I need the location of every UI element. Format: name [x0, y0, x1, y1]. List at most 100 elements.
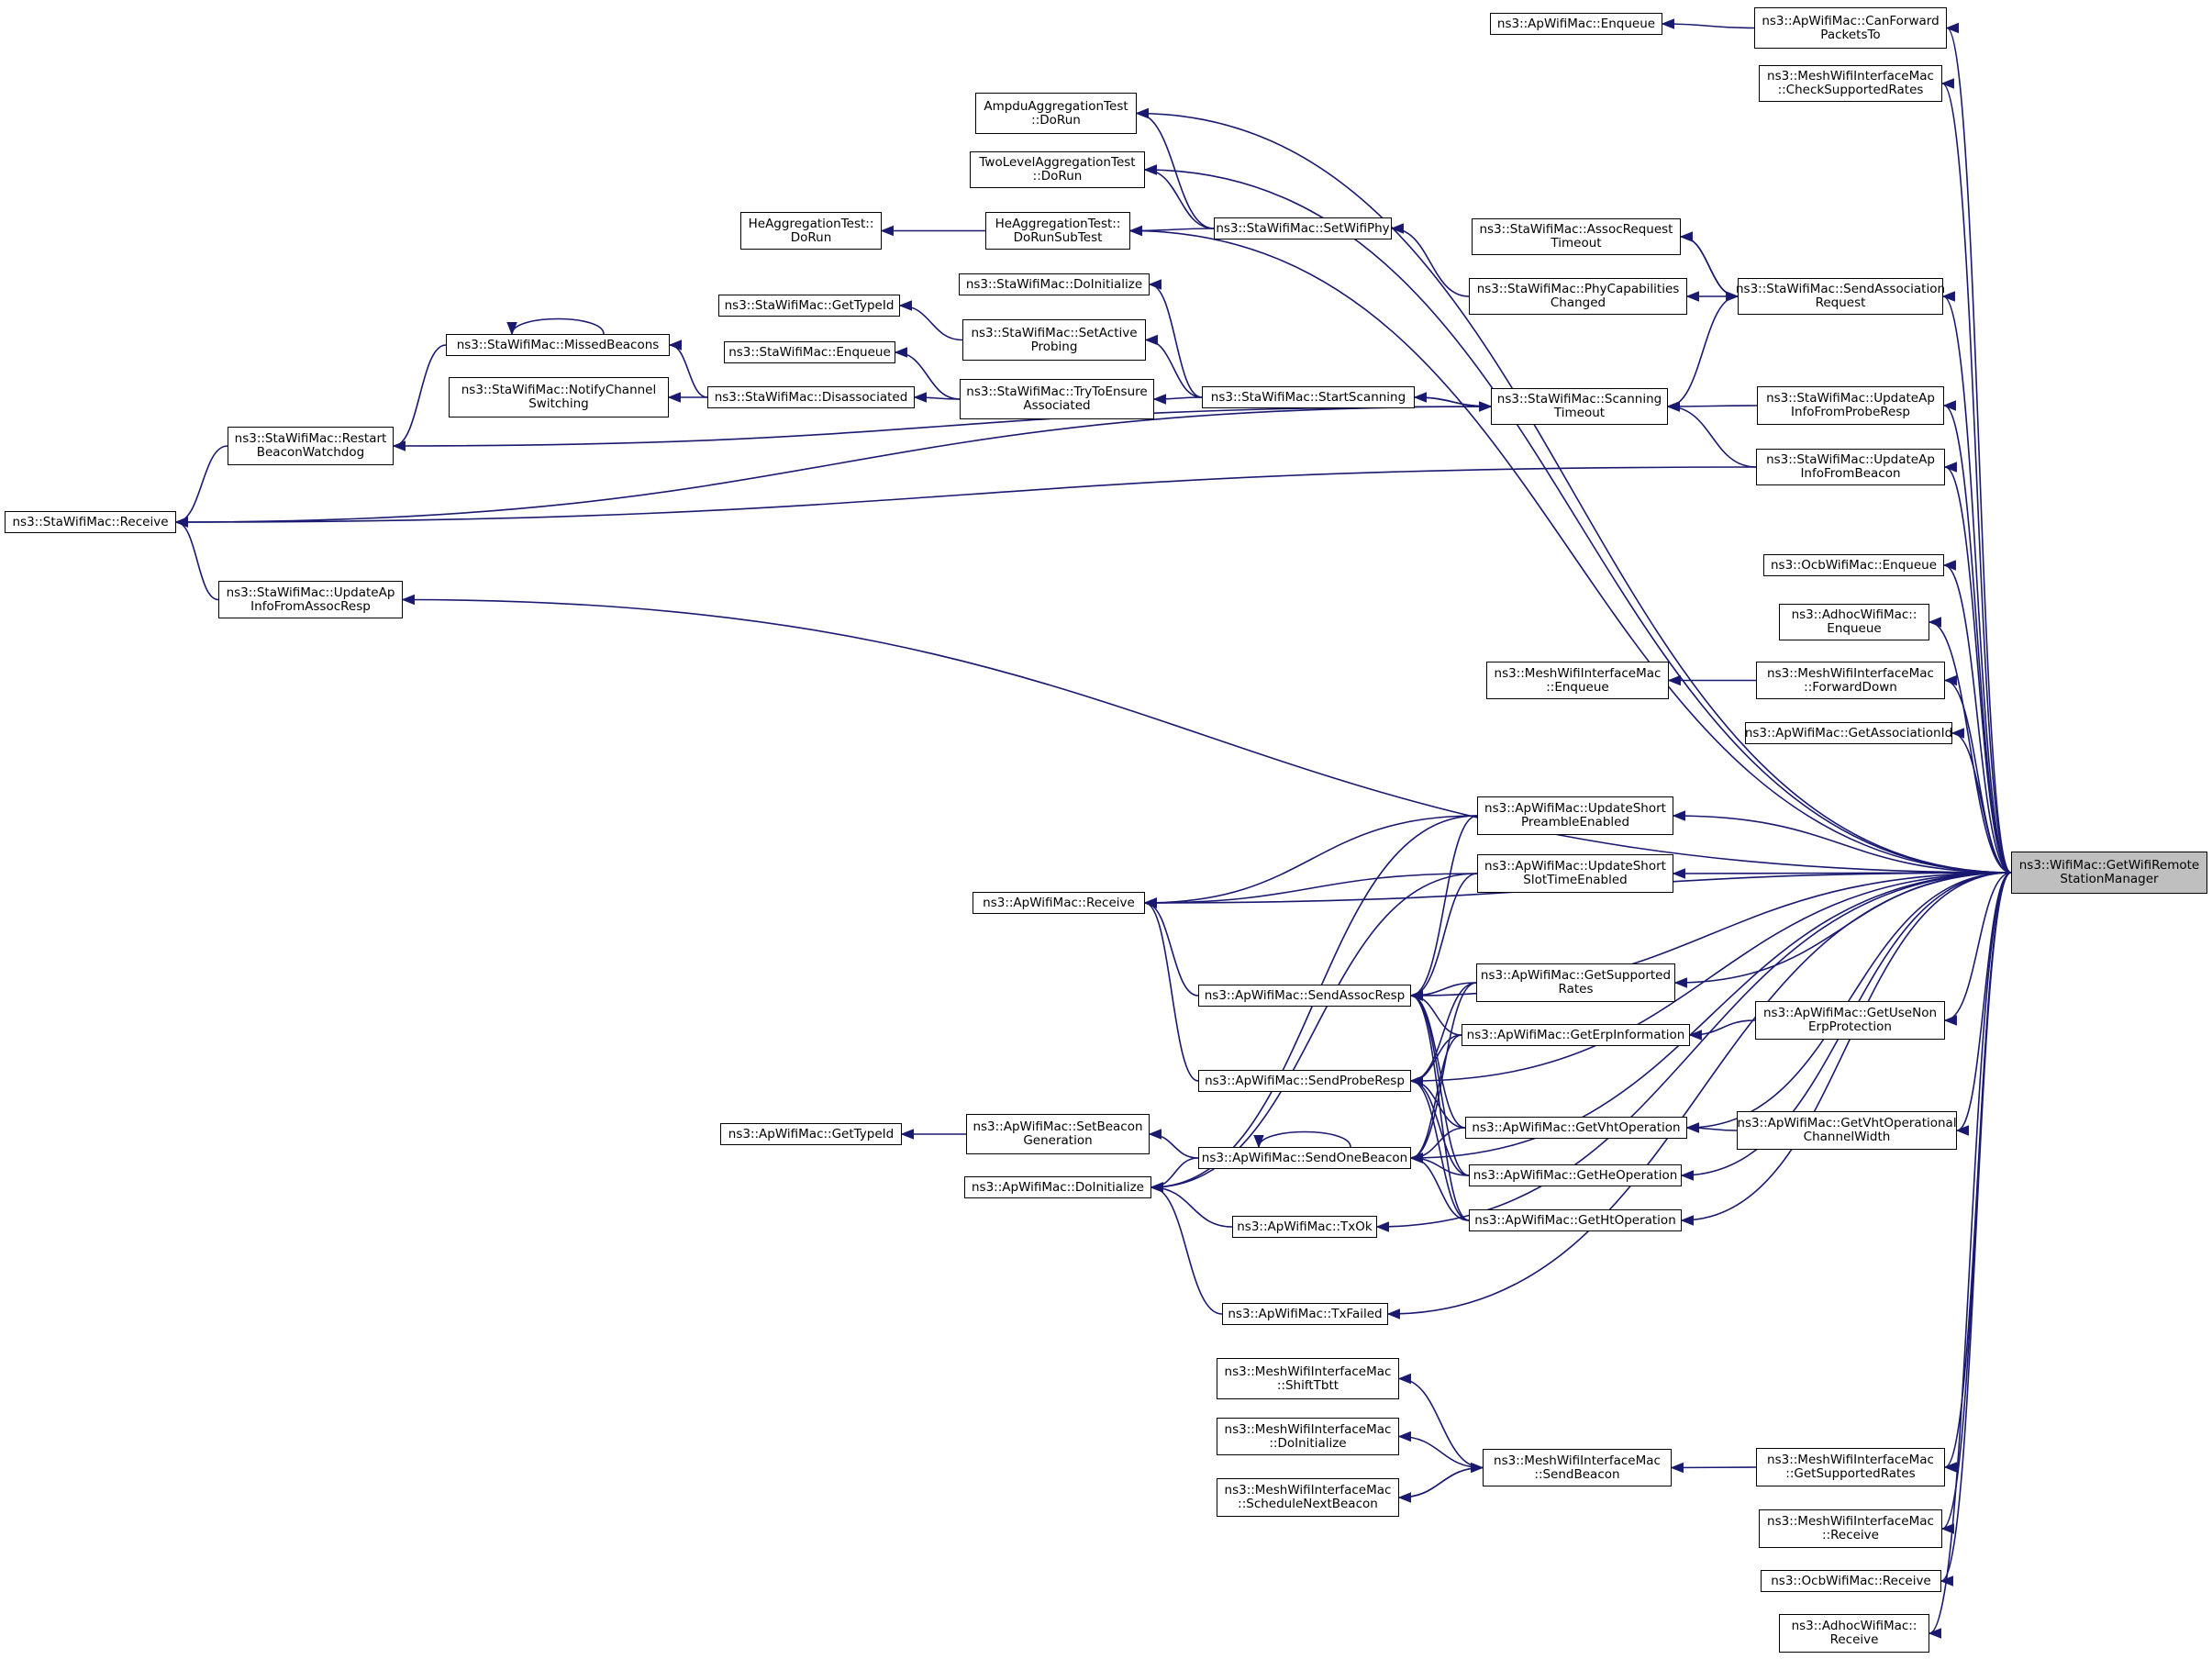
edge-starecv-to-updassoc [174, 517, 219, 601]
edge-aprecv-to-updshortslot [1143, 873, 1478, 908]
node-meshcheck[interactable]: ns3::MeshWifiInterfaceMac ::CheckSupport… [1759, 65, 1942, 102]
node-updshortpre[interactable]: ns3::ApWifiMac::UpdateShort PreambleEnab… [1477, 796, 1673, 835]
node-assocto[interactable]: ns3::StaWifiMac::AssocRequest Timeout [1472, 218, 1681, 255]
edge-staenq-to-tryens [894, 347, 961, 400]
node-canfwd[interactable]: ns3::ApWifiMac::CanForward PacketsTo [1754, 7, 1947, 49]
edge-assocto-to-sendassocreq [1679, 231, 1739, 297]
node-meshrecv[interactable]: ns3::MeshWifiInterfaceMac ::Receive [1759, 1509, 1942, 1548]
edge-getassocid-to-root [1951, 728, 2012, 874]
node-apgettype[interactable]: ns3::ApWifiMac::GetTypeId [720, 1123, 902, 1145]
node-meshfwd[interactable]: ns3::MeshWifiInterfaceMac ::ForwardDown [1756, 662, 1945, 699]
edge-txok-to-root [1375, 872, 2012, 1232]
node-meshdoinit[interactable]: ns3::MeshWifiInterfaceMac ::DoInitialize [1217, 1418, 1399, 1455]
edge-aprecv-to-updshortpre [1143, 815, 1478, 908]
node-heagg[interactable]: HeAggregationTest:: DoRun [740, 212, 882, 250]
node-txok[interactable]: ns3::ApWifiMac::TxOk [1232, 1216, 1377, 1238]
edge-updshortslot-to-root [1672, 868, 2012, 879]
edge-updassoc-to-root [401, 594, 2012, 874]
node-getvht[interactable]: ns3::ApWifiMac::GetVhtOperation [1465, 1117, 1687, 1139]
edge-updshortpre-to-root [1672, 810, 2012, 874]
edge-aprecv-to-sendprobe [1143, 897, 1199, 1082]
node-ocbrecv[interactable]: ns3::OcbWifiMac::Receive [1761, 1570, 1941, 1592]
node-hesub[interactable]: HeAggregationTest:: DoRunSubTest [985, 212, 1130, 250]
node-gethe[interactable]: ns3::ApWifiMac::GetHeOperation [1469, 1164, 1682, 1186]
edge-missed-to-missed [506, 317, 605, 336]
edge-starecv-to-updbeacon [174, 466, 1757, 528]
node-updshortslot[interactable]: ns3::ApWifiMac::UpdateShort SlotTimeEnab… [1477, 854, 1673, 893]
edge-stagettype-to-setactive [898, 300, 963, 341]
node-setbeacongen[interactable]: ns3::ApWifiMac::SetBeacon Generation [966, 1114, 1150, 1154]
node-setactive[interactable]: ns3::StaWifiMac::SetActive Probing [962, 319, 1146, 361]
edge-geterp-to-getusenon [1688, 1019, 1756, 1041]
edge-sendonebeacon-to-sendonebeacon [1253, 1130, 1351, 1149]
edge-meshcheck-to-root [1940, 78, 2012, 874]
edge-meshshift-to-meshsendbeacon [1397, 1373, 1484, 1469]
node-twolevel[interactable]: TwoLevelAggregationTest ::DoRun [970, 151, 1145, 188]
node-meshsched[interactable]: ns3::MeshWifiInterfaceMac ::ScheduleNext… [1217, 1478, 1399, 1517]
node-missed[interactable]: ns3::StaWifiMac::MissedBeacons [446, 334, 670, 356]
edge-apdoinit-to-updshortslot [1150, 873, 1478, 1193]
edge-meshdoinit-to-meshsendbeacon [1397, 1431, 1484, 1469]
edge-twolevel-to-root [1143, 164, 2012, 874]
node-txfailed[interactable]: ns3::ApWifiMac::TxFailed [1222, 1303, 1388, 1325]
node-getusenon[interactable]: ns3::ApWifiMac::GetUseNon ErpProtection [1755, 1001, 1945, 1040]
node-aprecv[interactable]: ns3::ApWifiMac::Receive [973, 892, 1145, 914]
edge-apdoinit-to-txfailed [1150, 1182, 1223, 1315]
edge-missed-to-disassoc [668, 340, 708, 398]
edge-hesub-to-root [1128, 225, 2012, 874]
edge-restart-to-missed [392, 344, 447, 451]
node-adhocenq[interactable]: ns3::AdhocWifiMac:: Enqueue [1779, 604, 1929, 640]
node-ocbenq[interactable]: ns3::OcbWifiMac::Enqueue [1763, 554, 1944, 576]
node-scanto[interactable]: ns3::StaWifiMac::Scanning Timeout [1491, 388, 1668, 425]
edge-scanto-to-updbeacon [1666, 401, 1757, 468]
node-startscan[interactable]: ns3::StaWifiMac::StartScanning [1202, 386, 1415, 408]
node-starecv[interactable]: ns3::StaWifiMac::Receive [5, 511, 176, 533]
edge-sendprobe-to-root [1409, 872, 2012, 1086]
node-ampdu[interactable]: AmpduAggregationTest ::DoRun [975, 93, 1137, 134]
node-staenq[interactable]: ns3::StaWifiMac::Enqueue [724, 341, 895, 363]
node-updprobe[interactable]: ns3::StaWifiMac::UpdateAp InfoFromProbeR… [1757, 386, 1944, 425]
node-apenq-top[interactable]: ns3::ApWifiMac::Enqueue [1490, 13, 1662, 35]
node-getvhtcw[interactable]: ns3::ApWifiMac::GetVhtOperational Channe… [1737, 1111, 1957, 1150]
node-getassocid[interactable]: ns3::ApWifiMac::GetAssociationId [1745, 722, 1952, 744]
edge-updprobe-to-root [1942, 400, 2012, 874]
edge-disassoc-to-tryens [913, 392, 961, 403]
node-setwifiphy[interactable]: ns3::StaWifiMac::SetWifiPhy [1214, 217, 1392, 239]
node-stagettype[interactable]: ns3::StaWifiMac::GetTypeId [718, 295, 900, 317]
node-meshgetsupp[interactable]: ns3::MeshWifiInterfaceMac ::GetSupported… [1756, 1448, 1945, 1486]
node-sendonebeacon[interactable]: ns3::ApWifiMac::SendOneBeacon [1198, 1147, 1411, 1169]
edge-setwifiphy-to-phycap [1390, 223, 1470, 297]
node-meshshift[interactable]: ns3::MeshWifiInterfaceMac ::ShiftTbtt [1217, 1358, 1399, 1399]
edge-sendprobe-to-getht [1409, 1075, 1470, 1221]
edge-sendassocreq-to-root [1941, 291, 2012, 874]
node-tryens[interactable]: ns3::StaWifiMac::TryToEnsure Associated [960, 379, 1154, 419]
node-restart[interactable]: ns3::StaWifiMac::Restart BeaconWatchdog [228, 427, 394, 465]
node-getht[interactable]: ns3::ApWifiMac::GetHtOperation [1469, 1209, 1682, 1231]
node-sendassocresp[interactable]: ns3::ApWifiMac::SendAssocResp [1198, 985, 1411, 1007]
node-stadoinit[interactable]: ns3::StaWifiMac::DoInitialize [959, 273, 1150, 295]
edge-sendonebeacon-to-root [1409, 872, 2012, 1164]
node-notify[interactable]: ns3::StaWifiMac::NotifyChannel Switching [449, 377, 669, 418]
edge-meshsendbeacon-to-meshsched [1398, 1462, 1484, 1498]
node-root: ns3::WifiMac::GetWifiRemote StationManag… [2011, 852, 2207, 894]
node-meshsendbeacon[interactable]: ns3::MeshWifiInterfaceMac ::SendBeacon [1483, 1449, 1672, 1486]
node-disassoc[interactable]: ns3::StaWifiMac::Disassociated [707, 386, 915, 408]
node-phycap[interactable]: ns3::StaWifiMac::PhyCapabilities Changed [1469, 278, 1687, 315]
node-sendprobe[interactable]: ns3::ApWifiMac::SendProbeResp [1198, 1070, 1411, 1092]
node-adhocrecv[interactable]: ns3::AdhocWifiMac:: Receive [1779, 1614, 1929, 1653]
node-getsupp[interactable]: ns3::ApWifiMac::GetSupported Rates [1476, 963, 1675, 1002]
edge-updbeacon-to-root [1943, 462, 2012, 874]
node-updassoc[interactable]: ns3::StaWifiMac::UpdateAp InfoFromAssocR… [218, 581, 403, 618]
edge-apdoinit-to-txok [1150, 1182, 1233, 1228]
edge-setbeacongen-to-sendonebeacon [1148, 1129, 1199, 1159]
node-sendassocreq[interactable]: ns3::StaWifiMac::SendAssociation Request [1736, 278, 1945, 315]
node-meshenq[interactable]: ns3::MeshWifiInterfaceMac ::Enqueue [1486, 662, 1669, 699]
edge-getvhtcw-to-root [1955, 872, 2012, 1136]
node-apdoinit[interactable]: ns3::ApWifiMac::DoInitialize [964, 1176, 1151, 1198]
node-updbeacon[interactable]: ns3::StaWifiMac::UpdateAp InfoFromBeacon [1756, 449, 1945, 485]
edge-meshsendbeacon-to-meshgetsupp [1670, 1462, 1757, 1474]
edge-setactive-to-startscan [1144, 334, 1203, 398]
node-geterp[interactable]: ns3::ApWifiMac::GetErpInformation [1462, 1024, 1690, 1046]
